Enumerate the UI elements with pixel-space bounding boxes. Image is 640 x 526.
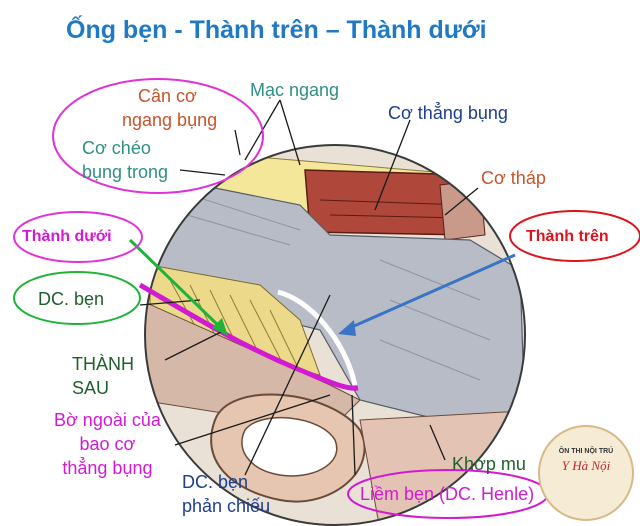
- logo-mid-text: Y Hà Nội: [561, 458, 611, 473]
- label-liem-ben: Liềm bẹn (DC. Henle): [360, 484, 535, 504]
- label-line: phản chiếu: [182, 496, 271, 516]
- logo-top-text: ÔN THI NỘI TRÚ: [558, 448, 614, 455]
- label-line: bụng trong: [82, 162, 169, 182]
- green-arrowhead: [212, 318, 228, 336]
- blue-arrowhead: [338, 320, 356, 336]
- label-bo-ngoai-bao-co: Bờ ngoài của bao cơ thẳng bụng: [54, 408, 161, 480]
- drawing-frame: [144, 144, 526, 526]
- ellipse-thanh-tren: [509, 210, 640, 262]
- lower-wall-highlight: [138, 282, 359, 391]
- label-line: Cân cơ: [138, 86, 197, 106]
- label-line: THÀNH: [72, 354, 134, 374]
- label-khop-mu: Khớp mu: [452, 454, 526, 474]
- page-title: Ống bẹn - Thành trên – Thành dưới: [66, 16, 487, 44]
- brand-logo: ÔN THI NỘI TRÚ Y Hà Nội: [538, 425, 634, 521]
- label-line: ngang bụng: [122, 110, 218, 130]
- label-thanh-tren: Thành trên: [526, 228, 609, 245]
- upper-wall-highlight: [277, 289, 358, 386]
- label-line: bao cơ: [79, 434, 136, 454]
- label-line: Bờ ngoài của: [54, 410, 161, 430]
- label-thanh-duoi: Thành dưới: [22, 228, 112, 245]
- ellipse-upper-left: [52, 78, 264, 194]
- ellipse-thanh-duoi: [13, 211, 143, 263]
- label-can-co-ngang-bung: Cân cơ ngang bụng: [122, 84, 217, 132]
- label-line: SAU: [72, 378, 110, 398]
- label-co-thang-bung: Cơ thẳng bụng: [388, 103, 508, 123]
- leader-lines: [139, 99, 479, 476]
- label-dc-ben-phan-chieu: DC. bẹn phản chiếu: [182, 470, 270, 518]
- label-line: thẳng bụng: [62, 458, 153, 478]
- label-mac-ngang: Mạc ngang: [250, 80, 340, 100]
- label-co-thap: Cơ tháp: [481, 168, 546, 188]
- label-line: DC. bẹn: [182, 472, 249, 492]
- label-dc-ben: DC. bẹn: [38, 289, 105, 309]
- ellipse-dc-ben: [13, 271, 141, 325]
- label-thanh-sau: THÀNH SAU: [72, 352, 134, 400]
- label-line: Cơ chéo: [82, 138, 151, 158]
- green-arrow-line: [128, 238, 227, 334]
- blue-arrow-line: [344, 253, 516, 332]
- label-co-cheo-bung-trong: Cơ chéo bụng trong: [82, 136, 168, 184]
